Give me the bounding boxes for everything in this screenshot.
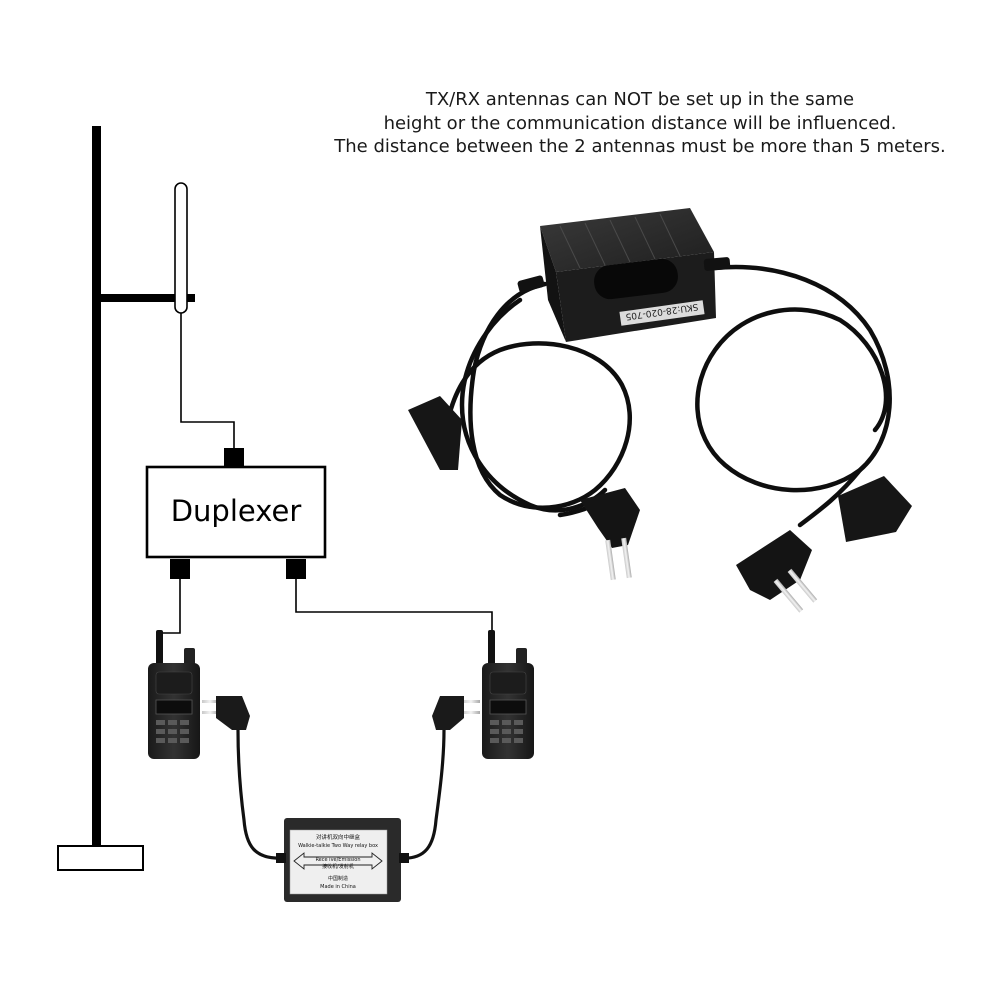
duplexer-left-port <box>170 559 190 579</box>
plug-pin <box>202 700 218 703</box>
large-relay-box-stripes <box>559 213 681 269</box>
large-cable-left-loop-2 <box>459 297 608 513</box>
plug-pin <box>462 700 480 703</box>
plug-head <box>736 530 812 600</box>
walkie-talkie-right <box>482 630 534 759</box>
clip-icon <box>408 396 462 470</box>
large-cable-left-loop <box>445 281 632 510</box>
duplexer-right-feed-line <box>295 578 493 635</box>
plug-pin <box>621 537 632 579</box>
antenna-note: TX/RX antennas can NOT be set up in the … <box>300 88 980 159</box>
plug-pin <box>773 578 804 613</box>
small-relay-cables <box>236 729 446 860</box>
radio-knob-icon <box>516 648 527 666</box>
cable-left <box>236 729 285 860</box>
plug-pin <box>462 711 480 714</box>
relay-made-cn: 中国制造 <box>328 875 348 882</box>
duplexer-label: Duplexer <box>171 494 302 528</box>
relay-left-jack <box>276 853 286 863</box>
large-plug-right <box>736 530 818 613</box>
antenna-whip <box>174 182 188 314</box>
relay-title-cn: 对讲机双向中继盒 <box>316 833 361 841</box>
large-relay-box: SKU:28-020-705 <box>517 208 731 342</box>
cable-right <box>399 729 446 860</box>
double-arrow-icon <box>293 852 383 870</box>
duplexer-left-feed-line <box>160 578 181 634</box>
large-relay-box-top <box>540 208 714 272</box>
note-line-1: TX/RX antennas can NOT be set up in the … <box>425 89 855 110</box>
large-cable-right-loop <box>695 264 892 493</box>
feed-lines <box>160 313 493 635</box>
large-clip-left <box>408 396 462 470</box>
large-clip-right <box>838 476 912 542</box>
antenna-feed-line <box>180 313 235 452</box>
small-relay-box: 对讲机双向中继盒 Walkie-talkie Two Way relay box… <box>276 818 409 902</box>
right-plug <box>432 696 480 730</box>
duplexer-top-port <box>224 448 244 468</box>
radio-antenna-icon <box>156 630 163 666</box>
large-plug-left <box>580 488 640 581</box>
relay-mode-en: Rece ive/Emission <box>315 857 360 863</box>
radio-knob-icon <box>184 648 195 666</box>
relay-title-en: Walkie-talkie Two Way relay box <box>298 843 378 849</box>
mast-arm <box>92 294 195 302</box>
plug-head <box>216 696 250 730</box>
note-line-3: The distance between the 2 antennas must… <box>334 136 946 157</box>
strain-relief-right <box>703 257 731 271</box>
mast-base <box>57 845 144 871</box>
radio-antenna-icon <box>488 630 495 666</box>
large-relay-box-sku-label <box>619 300 705 326</box>
clip-icon <box>838 476 912 542</box>
duplexer-box <box>145 465 327 559</box>
plug-pin <box>202 711 218 714</box>
radio-speaker-grille-icon <box>155 671 193 695</box>
radio-screen <box>155 699 193 715</box>
relay-right-jack <box>399 853 409 863</box>
small-relay-box-label-panel <box>289 829 388 895</box>
duplexer: Duplexer <box>145 448 327 579</box>
plug-pin <box>787 568 818 603</box>
plug-head <box>432 696 464 730</box>
radio-keypad-icon <box>156 720 189 743</box>
relay-mode-cn: 接收机/发射机 <box>322 863 354 870</box>
large-cable-right-to-plug <box>797 467 863 528</box>
left-plug <box>202 696 250 730</box>
antenna <box>174 182 188 314</box>
duplexer-right-port <box>286 559 306 579</box>
note-line-2: height or the communication distance wil… <box>383 112 897 134</box>
large-relay-box-window <box>594 258 678 300</box>
radio-speaker-grille-icon <box>489 671 527 695</box>
antenna-mast <box>57 126 195 871</box>
plug-pin <box>605 539 616 581</box>
strain-relief-left <box>517 275 545 293</box>
radio-screen <box>489 699 527 715</box>
mast-pole <box>92 126 101 850</box>
radio-keypad-icon <box>490 720 523 743</box>
large-relay-box-side <box>540 226 566 342</box>
relay-made-en: Made in China <box>320 884 356 890</box>
plug-head <box>580 488 640 548</box>
walkie-talkie-left <box>148 630 200 759</box>
